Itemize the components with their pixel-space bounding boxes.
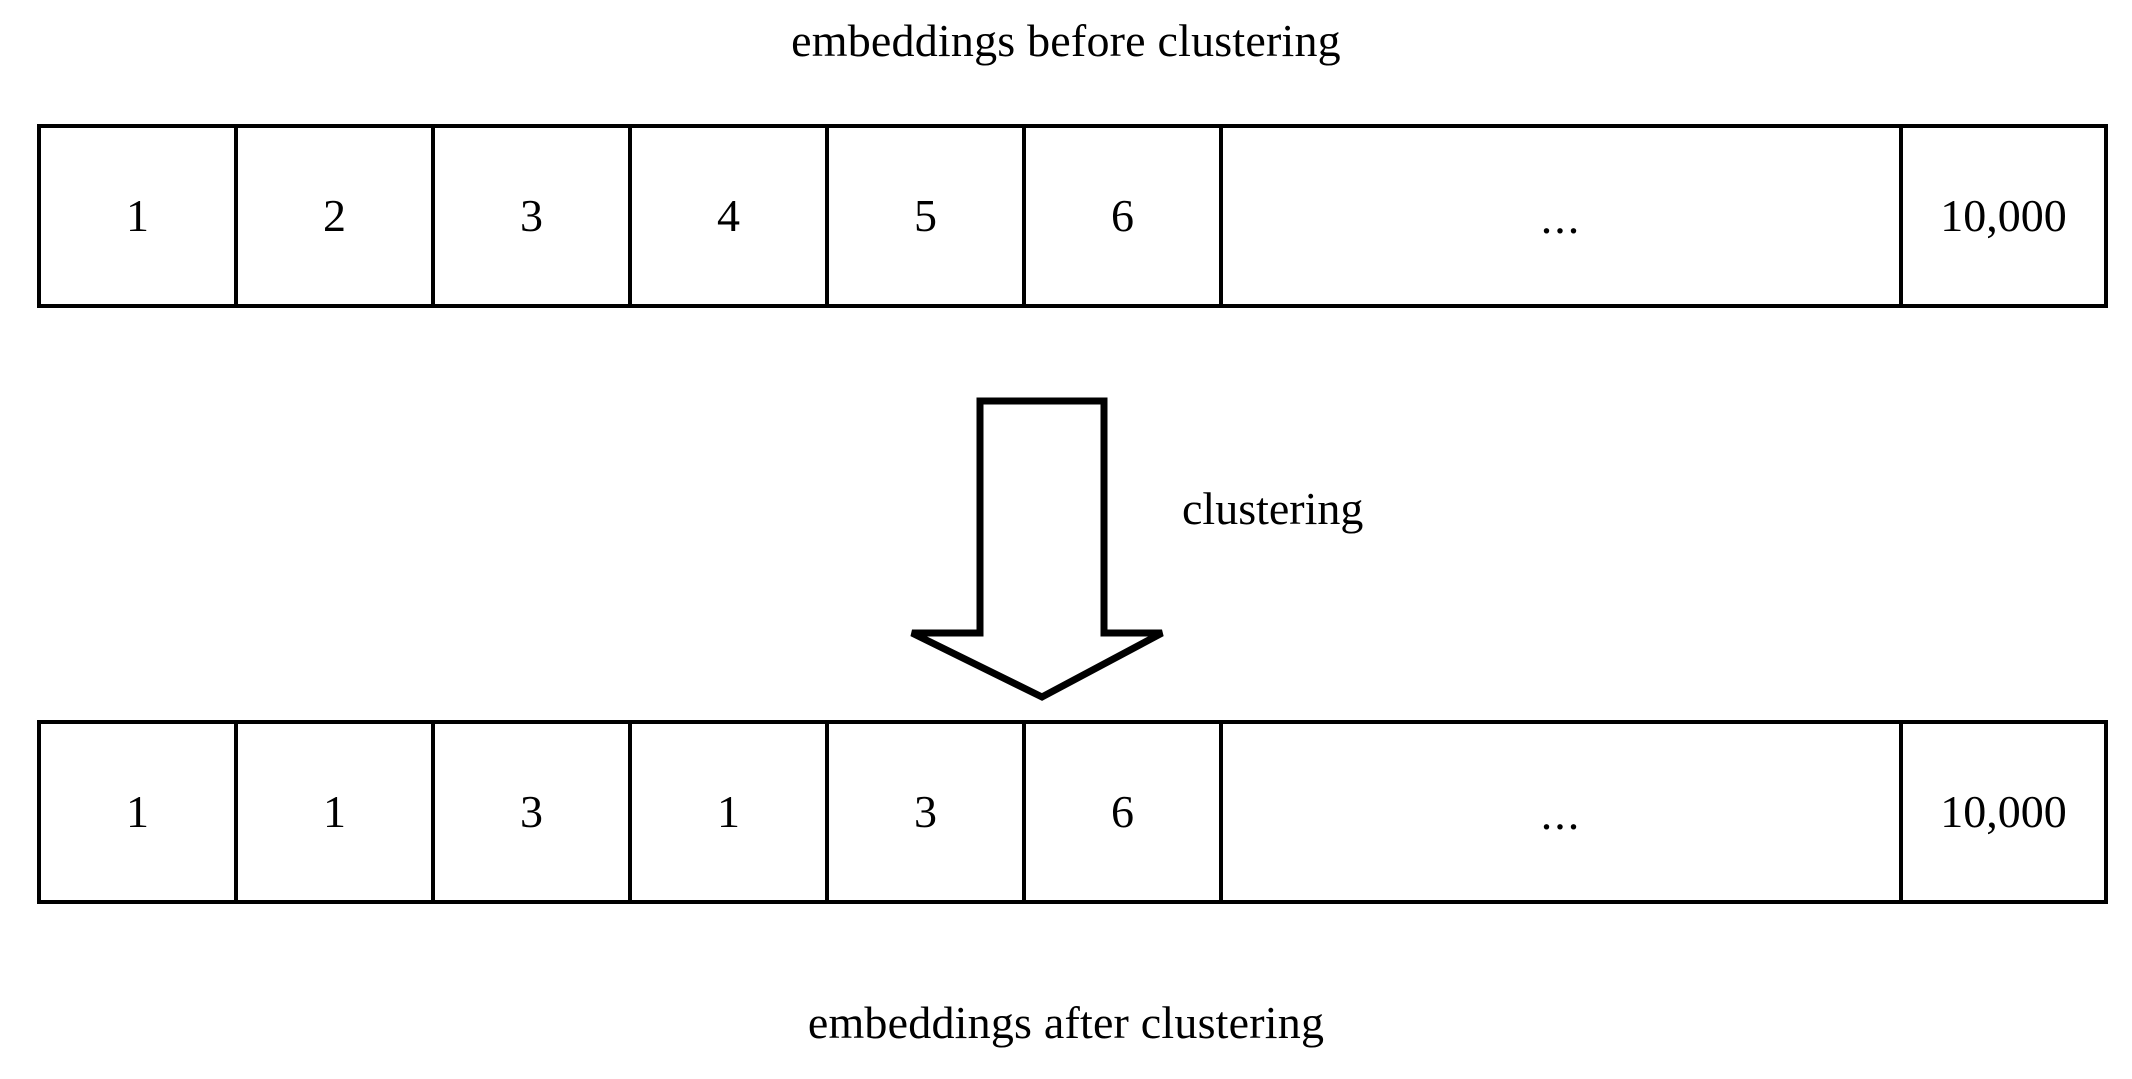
embeddings-before-clustering-strip: 1 2 3 4 5 6 ... 10,000	[37, 124, 2108, 308]
cell-value: 1	[323, 786, 346, 837]
cell-before-4: 4	[632, 128, 829, 304]
clustering-arrow	[900, 395, 1175, 705]
cell-before-ellipsis: ...	[1223, 128, 1903, 304]
cell-after-5: 3	[829, 724, 1026, 900]
cell-after-6: 6	[1026, 724, 1223, 900]
down-arrow-icon	[910, 397, 1164, 701]
cell-before-2: 2	[238, 128, 435, 304]
cell-before-3: 3	[435, 128, 632, 304]
cell-value: 4	[717, 190, 740, 241]
cell-value: 3	[914, 786, 937, 837]
cell-after-10000: 10,000	[1903, 724, 2104, 900]
ellipsis-label: ...	[1540, 192, 1582, 243]
cell-value: 2	[323, 190, 346, 241]
cell-before-1: 1	[41, 128, 238, 304]
cell-value: 1	[126, 190, 149, 241]
ellipsis-label: ...	[1540, 788, 1582, 839]
cell-after-3: 3	[435, 724, 632, 900]
cell-value: 6	[1111, 786, 1134, 837]
cell-before-5: 5	[829, 128, 1026, 304]
cell-after-4: 1	[632, 724, 829, 900]
embeddings-after-clustering-strip: 1 1 3 1 3 6 ... 10,000	[37, 720, 2108, 904]
cell-value: 3	[520, 786, 543, 837]
cell-before-10000: 10,000	[1903, 128, 2104, 304]
cell-value: 10,000	[1940, 786, 2067, 837]
cell-value: 1	[717, 786, 740, 837]
caption-embeddings-after-clustering: embeddings after clustering	[807, 997, 1325, 1048]
clustering-label: clustering	[1182, 483, 1364, 534]
cell-value: 6	[1111, 190, 1134, 241]
cell-after-ellipsis: ...	[1223, 724, 1903, 900]
cell-value: 10,000	[1940, 190, 2067, 241]
cell-value: 3	[520, 190, 543, 241]
caption-embeddings-before-clustering: embeddings before clustering	[791, 15, 1341, 66]
cell-value: 1	[126, 786, 149, 837]
cell-after-1: 1	[41, 724, 238, 900]
cell-before-6: 6	[1026, 128, 1223, 304]
cell-after-2: 1	[238, 724, 435, 900]
down-arrow-outline	[910, 397, 1164, 701]
cell-value: 5	[914, 190, 937, 241]
